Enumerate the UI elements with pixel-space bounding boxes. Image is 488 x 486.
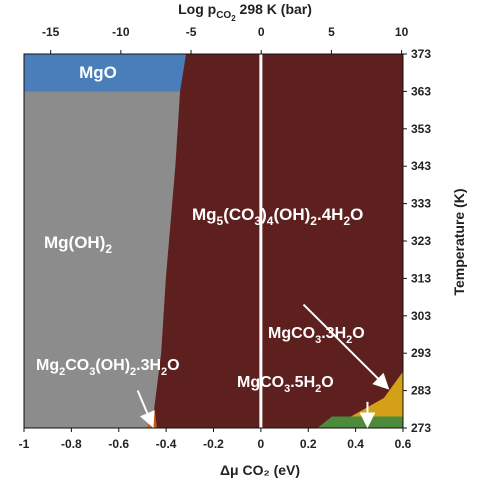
top-tick-label: -15 xyxy=(42,25,60,39)
bottom-axis-ticks: -1 -0.8 -0.6 -0.4 -0.2 0 0.2 0.4 0.6 xyxy=(19,428,412,451)
bottom-tick-label: -0.2 xyxy=(203,437,224,451)
right-tick-label: 273 xyxy=(411,421,431,435)
top-axis-title-main: Log p xyxy=(178,1,216,17)
bottom-tick-label: -0.6 xyxy=(108,437,129,451)
top-axis-title-sub: CO xyxy=(216,10,231,21)
right-tick-label: 353 xyxy=(411,122,431,136)
label-mgco3-3h2o: MgCO3.3H2O xyxy=(268,325,365,346)
top-tick-label: -10 xyxy=(112,25,130,39)
top-axis-title-rest: 298 K (bar) xyxy=(236,1,312,17)
annotation-arrows xyxy=(136,303,390,429)
top-axis-title-subsub: 2 xyxy=(231,14,236,23)
right-tick-label: 303 xyxy=(411,309,431,323)
right-tick-label: 323 xyxy=(411,234,431,248)
bottom-tick-label: -1 xyxy=(19,437,30,451)
right-tick-label: 283 xyxy=(411,384,431,398)
right-tick-label: 313 xyxy=(411,271,431,285)
right-tick-label: 333 xyxy=(411,197,431,211)
top-tick-label: -5 xyxy=(186,25,197,39)
region-mg5-co3-4-oh-2-4h2o xyxy=(151,53,404,429)
annotation-arrow xyxy=(302,303,390,390)
right-axis-title: Temperature (K) xyxy=(451,188,467,295)
top-axis-title: Log pCO2 298 K (bar) xyxy=(178,1,312,23)
top-tick-label: 5 xyxy=(328,25,335,39)
region-mg-oh-2 xyxy=(23,91,181,429)
bottom-tick-label: 0 xyxy=(258,437,265,451)
bottom-tick-label: 0.4 xyxy=(347,437,364,451)
bottom-tick-label: -0.8 xyxy=(61,437,82,451)
top-axis-ticks: -15 -10 -5 0 5 10 xyxy=(42,25,409,54)
annotation-arrow xyxy=(136,390,155,428)
right-axis-ticks: 273 283 293 303 313 323 333 343 353 363 373 xyxy=(403,47,431,435)
right-tick-label: 363 xyxy=(411,84,431,98)
label-mgoh2: Mg(OH)2 xyxy=(44,233,112,256)
label-mg5co34oh2-4h2o: Mg5(CO3)4(OH)2.4H2O xyxy=(192,205,363,228)
top-tick-label: 0 xyxy=(258,25,265,39)
right-tick-label: 373 xyxy=(411,47,431,61)
right-tick-label: 293 xyxy=(411,346,431,360)
label-mgoh2-main: Mg(OH) xyxy=(44,233,105,252)
bottom-tick-label: 0.6 xyxy=(395,437,412,451)
bottom-tick-label: 0.2 xyxy=(300,437,317,451)
phase-regions xyxy=(23,53,404,429)
label-mgco3-5h2o: MgCO3.5H2O xyxy=(237,374,334,395)
label-mgoh2-sub: 2 xyxy=(105,242,112,256)
right-tick-label: 343 xyxy=(411,159,431,173)
label-mgo: MgO xyxy=(79,63,117,82)
top-tick-label: 10 xyxy=(395,25,409,39)
bottom-tick-label: -0.4 xyxy=(156,437,177,451)
label-mg2co3oh2-3h2o: Mg2CO3(OH)2.3H2O xyxy=(36,357,180,378)
region-mgco3-5h2o xyxy=(316,416,404,429)
bottom-axis-title: Δμ CO₂ (eV) xyxy=(220,462,300,478)
